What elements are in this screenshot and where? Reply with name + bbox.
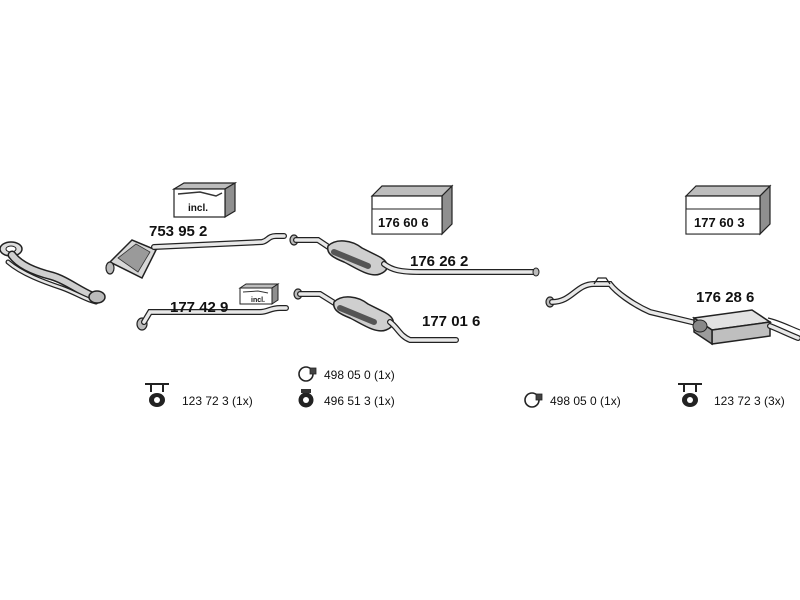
incl-label-small: incl. [251,297,265,304]
included-parts-box-small[interactable]: incl. [238,283,280,305]
rubber-hanger-icon[interactable] [145,383,169,407]
gasket-icon[interactable] [298,389,314,408]
catalytic-converter[interactable] [105,233,287,280]
accessory-hanger-right: 123 72 3 (3x) [714,394,785,408]
included-parts-box-large[interactable]: incl. [171,181,238,219]
rear-muffler[interactable] [545,277,800,346]
box-part-number-2: 177 60 3 [694,215,745,230]
clamp-icon[interactable] [524,392,543,408]
accessory-gasket: 496 51 3 (1x) [324,394,395,408]
part-number-middle-muffler-a: 176 26 2 [410,253,468,270]
part-number-rear-muffler: 176 28 6 [696,289,754,306]
accessory-clamp-left: 498 05 0 (1x) [324,368,395,382]
parts-box-176606[interactable]: 176 60 6 [370,184,454,236]
box-part-number-1: 176 60 6 [378,215,429,230]
part-number-center-pipe: 177 42 9 [170,299,228,316]
rubber-hanger-icon[interactable] [678,383,702,407]
center-pipe[interactable] [136,305,289,331]
parts-box-177603[interactable]: 177 60 3 [684,184,772,236]
incl-label-large: incl. [188,203,208,214]
accessory-clamp-right: 498 05 0 (1x) [550,394,621,408]
middle-muffler-b[interactable] [293,288,459,343]
part-number-middle-muffler-b: 177 01 6 [422,313,480,330]
accessory-hanger-left: 123 72 3 (1x) [182,394,253,408]
part-number-catalytic-converter: 753 95 2 [149,223,207,240]
clamp-icon[interactable] [298,366,317,382]
middle-muffler-a[interactable] [289,234,540,277]
front-exhaust-pipe[interactable] [0,241,106,305]
